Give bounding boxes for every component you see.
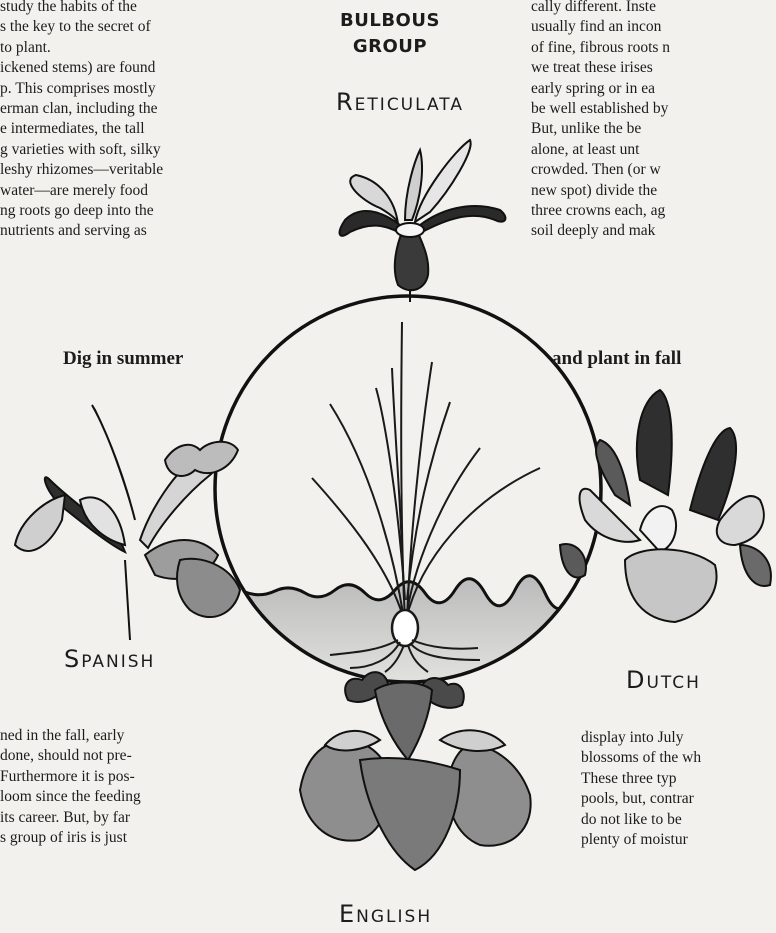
label-english: English (339, 900, 432, 928)
label-dutch: Dutch (626, 666, 701, 694)
english-iris-drawing (300, 672, 531, 870)
reticulata-iris-drawing (340, 140, 506, 302)
label-reticulata: Reticulata (336, 88, 464, 116)
spanish-iris-drawing (15, 405, 240, 640)
caption-dig-in-summer: Dig in summer (63, 348, 183, 370)
label-spanish: Spanish (64, 645, 155, 673)
bulbous-group-heading-line2: GROUP (320, 36, 460, 57)
caption-plant-in-fall: and plant in fall (552, 348, 681, 370)
bulbous-group-heading-line1: BULBOUS (320, 10, 460, 31)
